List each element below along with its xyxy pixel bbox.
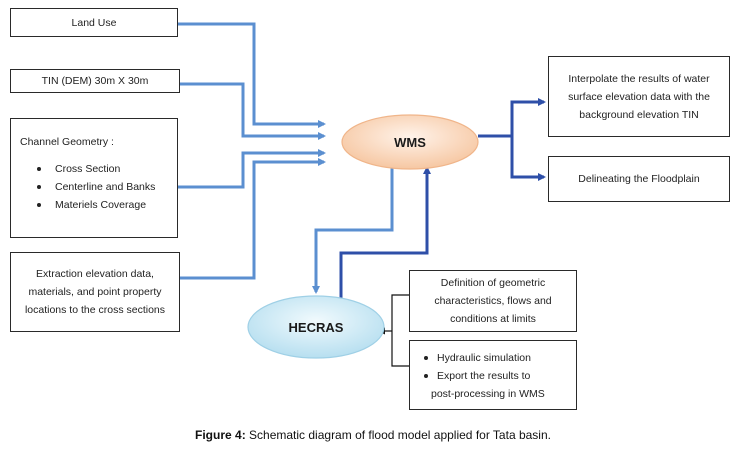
channel-geometry-list: Cross Section Centerline and Banks Mater… — [20, 160, 177, 214]
bullet-icon — [37, 203, 41, 207]
bullet-icon — [424, 374, 428, 378]
extraction-box: Extraction elevation data, materials, an… — [10, 252, 180, 332]
caption-label: Figure 4: — [195, 428, 246, 442]
simulation-box: Hydraulic simulation Export the results … — [409, 340, 577, 410]
hecras-node — [247, 295, 385, 359]
channel-geometry-box: Channel Geometry : Cross Section Centerl… — [10, 118, 178, 238]
interpolate-box: Interpolate the results of water surface… — [548, 56, 730, 137]
caption-text: Schematic diagram of flood model applied… — [245, 428, 551, 442]
arrow-wms-to-interpolate — [510, 98, 546, 136]
list-item: Cross Section — [20, 160, 177, 178]
arrow-wms-to-hecras — [312, 166, 394, 294]
land-use-label: Land Use — [71, 16, 117, 29]
channel-geometry-title: Channel Geometry : — [20, 136, 114, 148]
list-item: Materiels Coverage — [20, 196, 177, 214]
hecras-label: HECRAS — [288, 319, 344, 335]
arrow-landuse-to-wms — [178, 22, 326, 128]
delineate-box: Delineating the Floodplain — [548, 156, 730, 202]
list-item: Export the results to — [423, 367, 576, 385]
bullet-icon — [37, 167, 41, 171]
arrow-tin-to-wms — [180, 82, 326, 140]
tin-dem-label: TIN (DEM) 30m X 30m — [41, 75, 149, 87]
simulation-list: Hydraulic simulation Export the results … — [423, 349, 576, 403]
tin-dem-box: TIN (DEM) 30m X 30m — [10, 69, 180, 93]
list-item: Hydraulic simulation — [423, 349, 576, 367]
wms-label: WMS — [394, 134, 426, 150]
bullet-icon — [424, 356, 428, 360]
arrow-hecras-to-wms — [339, 166, 431, 298]
figure-caption: Figure 4: Schematic diagram of flood mod… — [0, 428, 746, 442]
definition-box: Definition of geometric characteristics,… — [409, 270, 577, 332]
arrow-extraction-to-wms — [180, 158, 326, 280]
land-use-box: Land Use — [10, 8, 178, 37]
arrow-wms-to-delineate — [510, 136, 546, 181]
arrow-channel-to-wms — [178, 149, 326, 189]
bracket-hecras-steps — [391, 294, 409, 367]
wms-node — [341, 114, 479, 170]
bullet-icon — [37, 185, 41, 189]
list-item-continuation: post-processing in WMS — [431, 388, 545, 400]
list-item: Centerline and Banks — [20, 178, 177, 196]
